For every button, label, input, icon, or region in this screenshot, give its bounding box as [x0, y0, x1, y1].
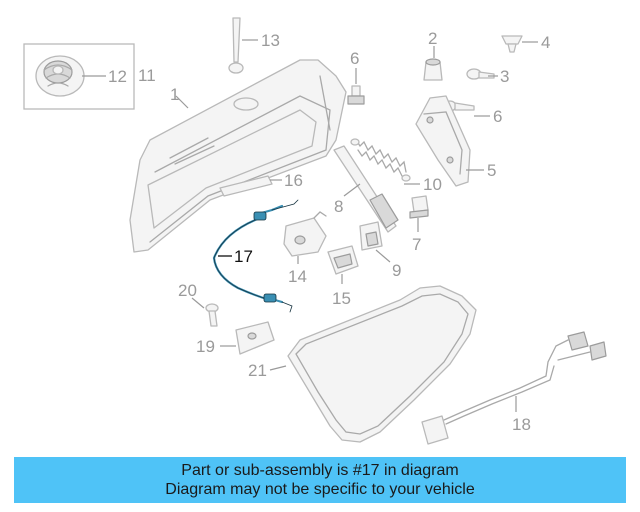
part-17-release-cable — [212, 199, 299, 313]
svg-text:14: 14 — [288, 267, 307, 286]
callout-6a: 6 — [350, 49, 359, 84]
svg-text:10: 10 — [423, 175, 442, 194]
callout-17[interactable]: 17 — [218, 247, 253, 266]
svg-text:20: 20 — [178, 281, 197, 300]
svg-text:2: 2 — [428, 29, 437, 48]
part-19-plate — [235, 321, 275, 355]
part-4-clip — [501, 35, 523, 53]
callout-7: 7 — [412, 218, 421, 254]
part-6a-bolt — [347, 85, 365, 105]
svg-text:3: 3 — [500, 67, 509, 86]
svg-text:21: 21 — [248, 361, 267, 380]
svg-text:4: 4 — [541, 33, 550, 52]
svg-text:5: 5 — [487, 161, 496, 180]
part-18-harness — [421, 331, 607, 445]
svg-text:17: 17 — [234, 247, 253, 266]
svg-text:1: 1 — [170, 85, 179, 104]
svg-text:6: 6 — [493, 107, 502, 126]
parts-diagram: 1 2 3 4 5 6 6 7 8 9 10 11 — [23, 17, 607, 445]
callout-14: 14 — [288, 256, 307, 286]
callout-12: 12 — [82, 67, 127, 86]
callout-4: 4 — [522, 33, 550, 52]
part-7-bumper — [409, 195, 429, 219]
callout-5: 5 — [466, 161, 496, 180]
callout-2: 2 — [428, 29, 437, 58]
banner-line-2: Diagram may not be specific to your vehi… — [165, 481, 475, 498]
info-banner: Part or sub-assembly is #17 in diagram D… — [14, 457, 626, 503]
svg-text:6: 6 — [350, 49, 359, 68]
part-15-striker — [327, 245, 359, 275]
callout-8: 8 — [334, 183, 361, 216]
svg-text:13: 13 — [261, 31, 280, 50]
part-13-stud — [228, 17, 244, 74]
svg-text:9: 9 — [392, 261, 401, 280]
callout-6b: 6 — [474, 107, 502, 126]
part-8-strut — [333, 145, 399, 233]
part-10-spring — [350, 138, 411, 182]
callout-19: 19 — [196, 337, 236, 356]
callout-13: 13 — [242, 31, 280, 50]
callout-3: 3 — [488, 67, 509, 86]
svg-text:8: 8 — [334, 197, 343, 216]
part-21-weatherstrip — [287, 285, 477, 443]
svg-text:16: 16 — [284, 171, 303, 190]
part-9-bracket — [359, 221, 383, 251]
svg-text:11: 11 — [138, 66, 156, 85]
callout-11: 11 — [138, 66, 156, 85]
svg-text:18: 18 — [512, 415, 531, 434]
part-1-trunk-lid — [129, 59, 347, 253]
callout-16: 16 — [270, 171, 303, 190]
banner-line-1: Part or sub-assembly is #17 in diagram — [181, 462, 459, 479]
part-12-motor — [35, 55, 85, 97]
svg-text:12: 12 — [108, 67, 127, 86]
callout-1: 1 — [170, 85, 189, 109]
callout-20: 20 — [178, 281, 205, 309]
callout-9: 9 — [375, 249, 401, 280]
part-14-latch — [283, 211, 327, 257]
svg-text:7: 7 — [412, 235, 421, 254]
part-16-trim — [219, 175, 273, 197]
svg-text:19: 19 — [196, 337, 215, 356]
part-2-bumper — [423, 58, 443, 81]
part-5-hinge — [415, 95, 471, 187]
svg-text:15: 15 — [332, 289, 351, 308]
part-20-bolt — [205, 303, 219, 327]
part-3-screw — [466, 68, 495, 80]
callout-18: 18 — [512, 396, 531, 434]
callout-21: 21 — [248, 361, 287, 380]
callout-10: 10 — [404, 175, 442, 194]
callout-15: 15 — [332, 274, 351, 308]
